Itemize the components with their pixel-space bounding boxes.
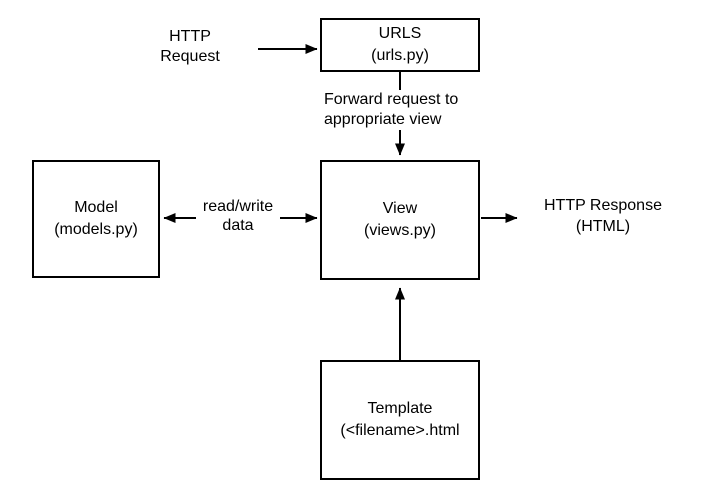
view-box-title: View xyxy=(382,200,418,217)
view-box-subtitle: (views.py) xyxy=(363,222,436,239)
urls-box-subtitle: (urls.py) xyxy=(371,47,429,64)
forward-request-label: Forward request to appropriate view xyxy=(324,90,494,130)
template-box: Template (<filename>.html xyxy=(320,360,480,480)
http-response-label: HTTP Response (HTML) xyxy=(544,197,662,235)
model-box-subtitle: (models.py) xyxy=(54,221,138,238)
template-box-title: Template xyxy=(367,400,433,417)
model-box-title: Model xyxy=(74,199,118,216)
view-box: View (views.py) xyxy=(320,160,480,280)
urls-box-title: URLS xyxy=(378,25,422,42)
template-box-subtitle: (<filename>.html xyxy=(340,422,460,439)
read-write-data-label: read/write data xyxy=(196,197,280,235)
urls-box: URLS (urls.py) xyxy=(320,18,480,72)
model-box: Model (models.py) xyxy=(32,160,160,278)
http-request-label: HTTP Request xyxy=(160,28,220,65)
